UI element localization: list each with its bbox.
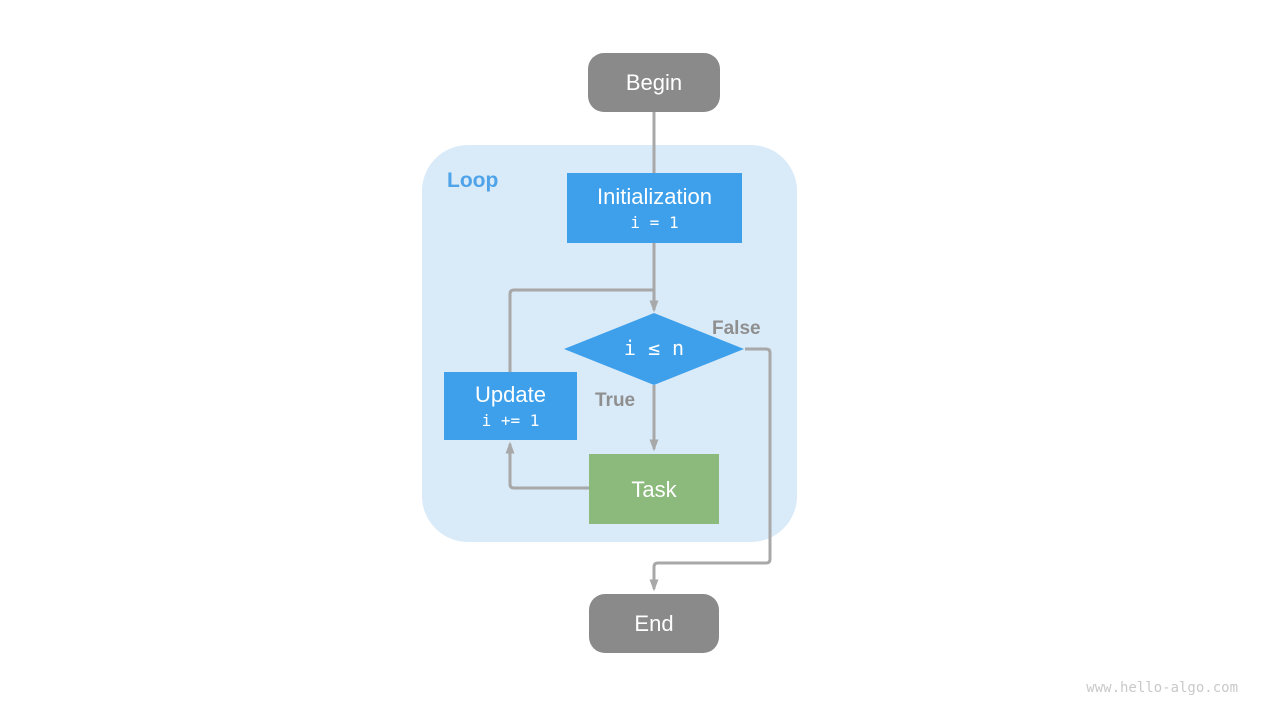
edge-update-loopback (508, 288, 653, 374)
true-branch-label: True (595, 390, 636, 411)
task-node: Task (589, 454, 719, 524)
condition-node-code: i ≤ n (623, 336, 685, 360)
end-node-label: End (634, 611, 674, 636)
update-node: Update i += 1 (444, 372, 577, 440)
loop-label: Loop (447, 169, 499, 192)
edge-task-to-update (505, 441, 589, 490)
update-node-title: Update (475, 381, 546, 407)
end-node: End (589, 594, 719, 653)
condition-diamond (564, 313, 744, 385)
task-node-label: Task (631, 476, 677, 502)
update-node-code: i += 1 (481, 410, 540, 430)
begin-node-label: Begin (625, 70, 683, 95)
watermark: www.hello-algo.com (1086, 680, 1238, 696)
false-branch-label: False (712, 318, 761, 339)
edge-condition-false-to-end (649, 347, 772, 592)
begin-node: Begin (588, 53, 720, 112)
initialization-node-code: i = 1 (630, 212, 679, 232)
initialization-node-title: Initialization (597, 183, 712, 209)
initialization-node: Initialization i = 1 (567, 173, 742, 243)
